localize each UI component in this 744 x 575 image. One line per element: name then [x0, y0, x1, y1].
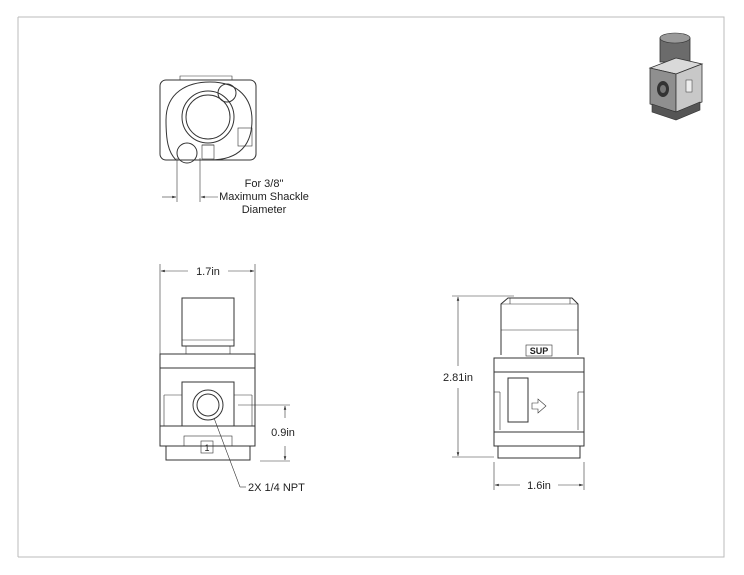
- port-number-marker: 1: [204, 443, 209, 453]
- shackle-note-line3: Diameter: [242, 204, 287, 216]
- side-view: 2.81in SUP 1.6in: [443, 295, 585, 492]
- front-width-dimension: 1.7in: [196, 266, 220, 278]
- shackle-dimension: For 3/8" Maximum Shackle Diameter: [162, 158, 309, 216]
- top-view: [159, 75, 257, 164]
- shackle-note-line1: For 3/8": [245, 178, 284, 190]
- front-view: 1.7in 1 0.9in 2X 1/4 NPT: [159, 264, 305, 494]
- port-thread-note: 2X 1/4 NPT: [248, 482, 305, 494]
- isometric-thumbnail: [648, 32, 704, 121]
- supply-label: SUP: [530, 346, 549, 356]
- port-height-dimension: 0.9in: [271, 427, 295, 439]
- drawing-frame: [17, 16, 725, 558]
- shackle-note-line2: Maximum Shackle: [219, 191, 309, 203]
- side-height-dimension: 2.81in: [443, 372, 473, 384]
- side-width-dimension: 1.6in: [527, 480, 551, 492]
